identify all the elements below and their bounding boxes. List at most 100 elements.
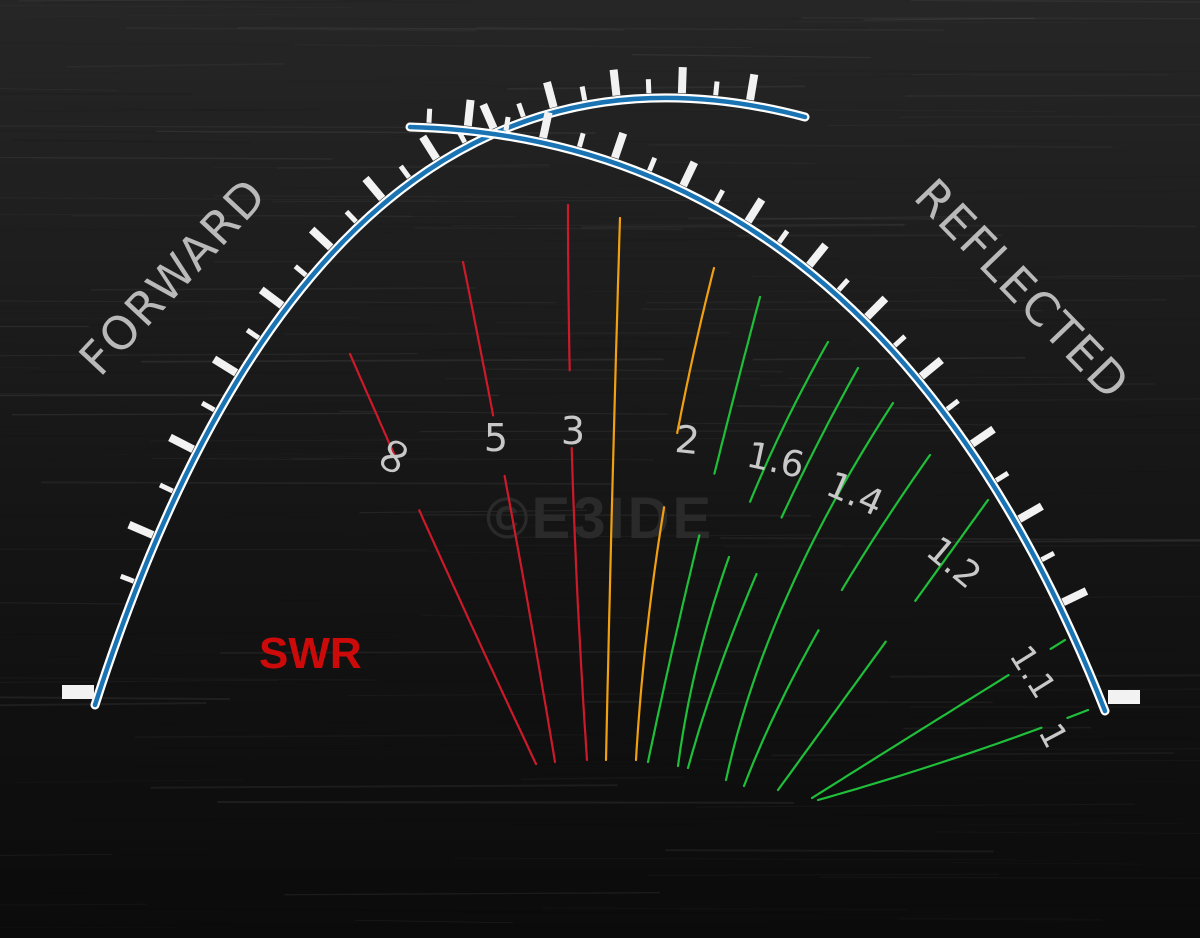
swr-curve-line <box>634 506 666 762</box>
brush-streak <box>0 125 474 129</box>
swr-curve-line <box>1049 638 1067 650</box>
scale-tick <box>679 160 698 188</box>
brush-streak <box>960 596 1200 599</box>
swr-label: SWR <box>259 629 362 678</box>
brush-streak <box>758 905 1200 906</box>
brush-streak <box>720 537 1200 541</box>
brush-streak <box>365 304 574 308</box>
swr-curve-line <box>742 629 820 788</box>
brush-streak <box>0 227 243 231</box>
brush-streak <box>354 919 514 924</box>
swr-curve-line <box>840 453 932 592</box>
brush-streak <box>80 532 373 537</box>
brush-streak <box>759 383 1156 387</box>
brush-streak <box>652 176 1200 181</box>
swr-curve-line <box>570 446 589 762</box>
brush-streak <box>64 107 268 112</box>
brush-streak <box>686 422 989 426</box>
scale-tick <box>168 433 195 453</box>
scale-tick <box>1040 550 1056 562</box>
brush-streak <box>0 433 406 437</box>
swr-mark-2: 2 <box>673 417 702 463</box>
brush-streak <box>44 0 474 4</box>
brush-streak <box>750 619 1200 623</box>
scale-tick <box>579 86 588 101</box>
swr-curve-line <box>776 640 887 792</box>
swr-curve-line <box>686 572 758 770</box>
brush-streak <box>0 701 207 707</box>
scale-tick <box>677 66 687 94</box>
brush-streak <box>0 549 427 550</box>
brush-streak <box>641 308 1044 312</box>
swr-curve-line <box>816 726 1043 802</box>
brush-streak <box>0 869 290 872</box>
brush-streak <box>359 509 588 514</box>
scale-tick <box>127 521 155 539</box>
brush-streak <box>0 891 95 894</box>
brush-streak <box>91 287 477 291</box>
brush-streak <box>0 129 199 134</box>
brush-streak <box>969 778 1200 782</box>
brush-streak <box>910 0 1200 3</box>
brush-streak <box>858 414 1200 418</box>
brush-streak <box>593 724 1072 728</box>
scale-tick <box>836 278 850 292</box>
swr-curve-line <box>566 203 571 372</box>
swr-curve-line <box>724 401 895 782</box>
scale-tick <box>479 102 498 130</box>
swr-curve-line <box>461 260 495 417</box>
scale-tick <box>200 400 216 413</box>
brush-streak <box>502 336 852 342</box>
scale-tick <box>516 102 526 118</box>
swr-curve-line <box>1066 708 1090 719</box>
brush-streak <box>682 318 1200 323</box>
scale-tick <box>744 197 766 224</box>
scale-tick <box>994 470 1010 483</box>
brush-streak <box>507 824 843 827</box>
swr-curve-line <box>646 534 701 764</box>
brush-streak <box>284 891 660 896</box>
forward-ticks <box>119 66 759 584</box>
scale-tick <box>609 69 621 96</box>
brush-streak <box>863 17 1035 21</box>
swr-mark-3: 3 <box>561 409 585 453</box>
brush-streak <box>98 907 542 913</box>
brush-streak <box>951 539 1200 544</box>
swr-curve-line <box>713 295 762 475</box>
scale-tick <box>426 108 433 123</box>
brush-streak <box>788 376 1129 379</box>
brush-streak <box>453 577 823 582</box>
scale-tick <box>713 81 720 96</box>
brush-streak <box>771 752 1174 757</box>
swr-curve-line <box>914 498 990 602</box>
brush-streak <box>860 814 1200 817</box>
scale-tick <box>308 226 334 251</box>
reflected-ticks <box>426 99 1089 606</box>
brush-streak <box>217 801 795 804</box>
brush-streak <box>0 393 227 396</box>
brush-streak <box>375 535 767 538</box>
brush-streak <box>18 0 332 2</box>
brush-streak <box>36 654 396 657</box>
brush-streak <box>104 683 300 687</box>
scale-tick <box>777 229 790 244</box>
brush-streak <box>705 228 903 233</box>
scale-tick <box>645 79 652 94</box>
brush-streak <box>710 374 1155 378</box>
brush-streak <box>460 390 913 394</box>
brush-streak <box>508 534 814 538</box>
brush-streak <box>0 88 117 91</box>
brush-streak <box>700 759 1200 762</box>
scale-tick <box>864 295 889 320</box>
brush-streak <box>152 457 332 461</box>
brush-streak <box>752 356 1026 361</box>
scale-tick <box>1017 502 1044 523</box>
brush-streak <box>220 650 767 654</box>
brush-streak <box>272 200 731 203</box>
brush-streak <box>0 765 219 768</box>
brush-streak <box>423 84 681 89</box>
swr-curve-line <box>503 474 557 764</box>
brush-streak <box>414 227 683 230</box>
brush-streak <box>752 215 975 220</box>
